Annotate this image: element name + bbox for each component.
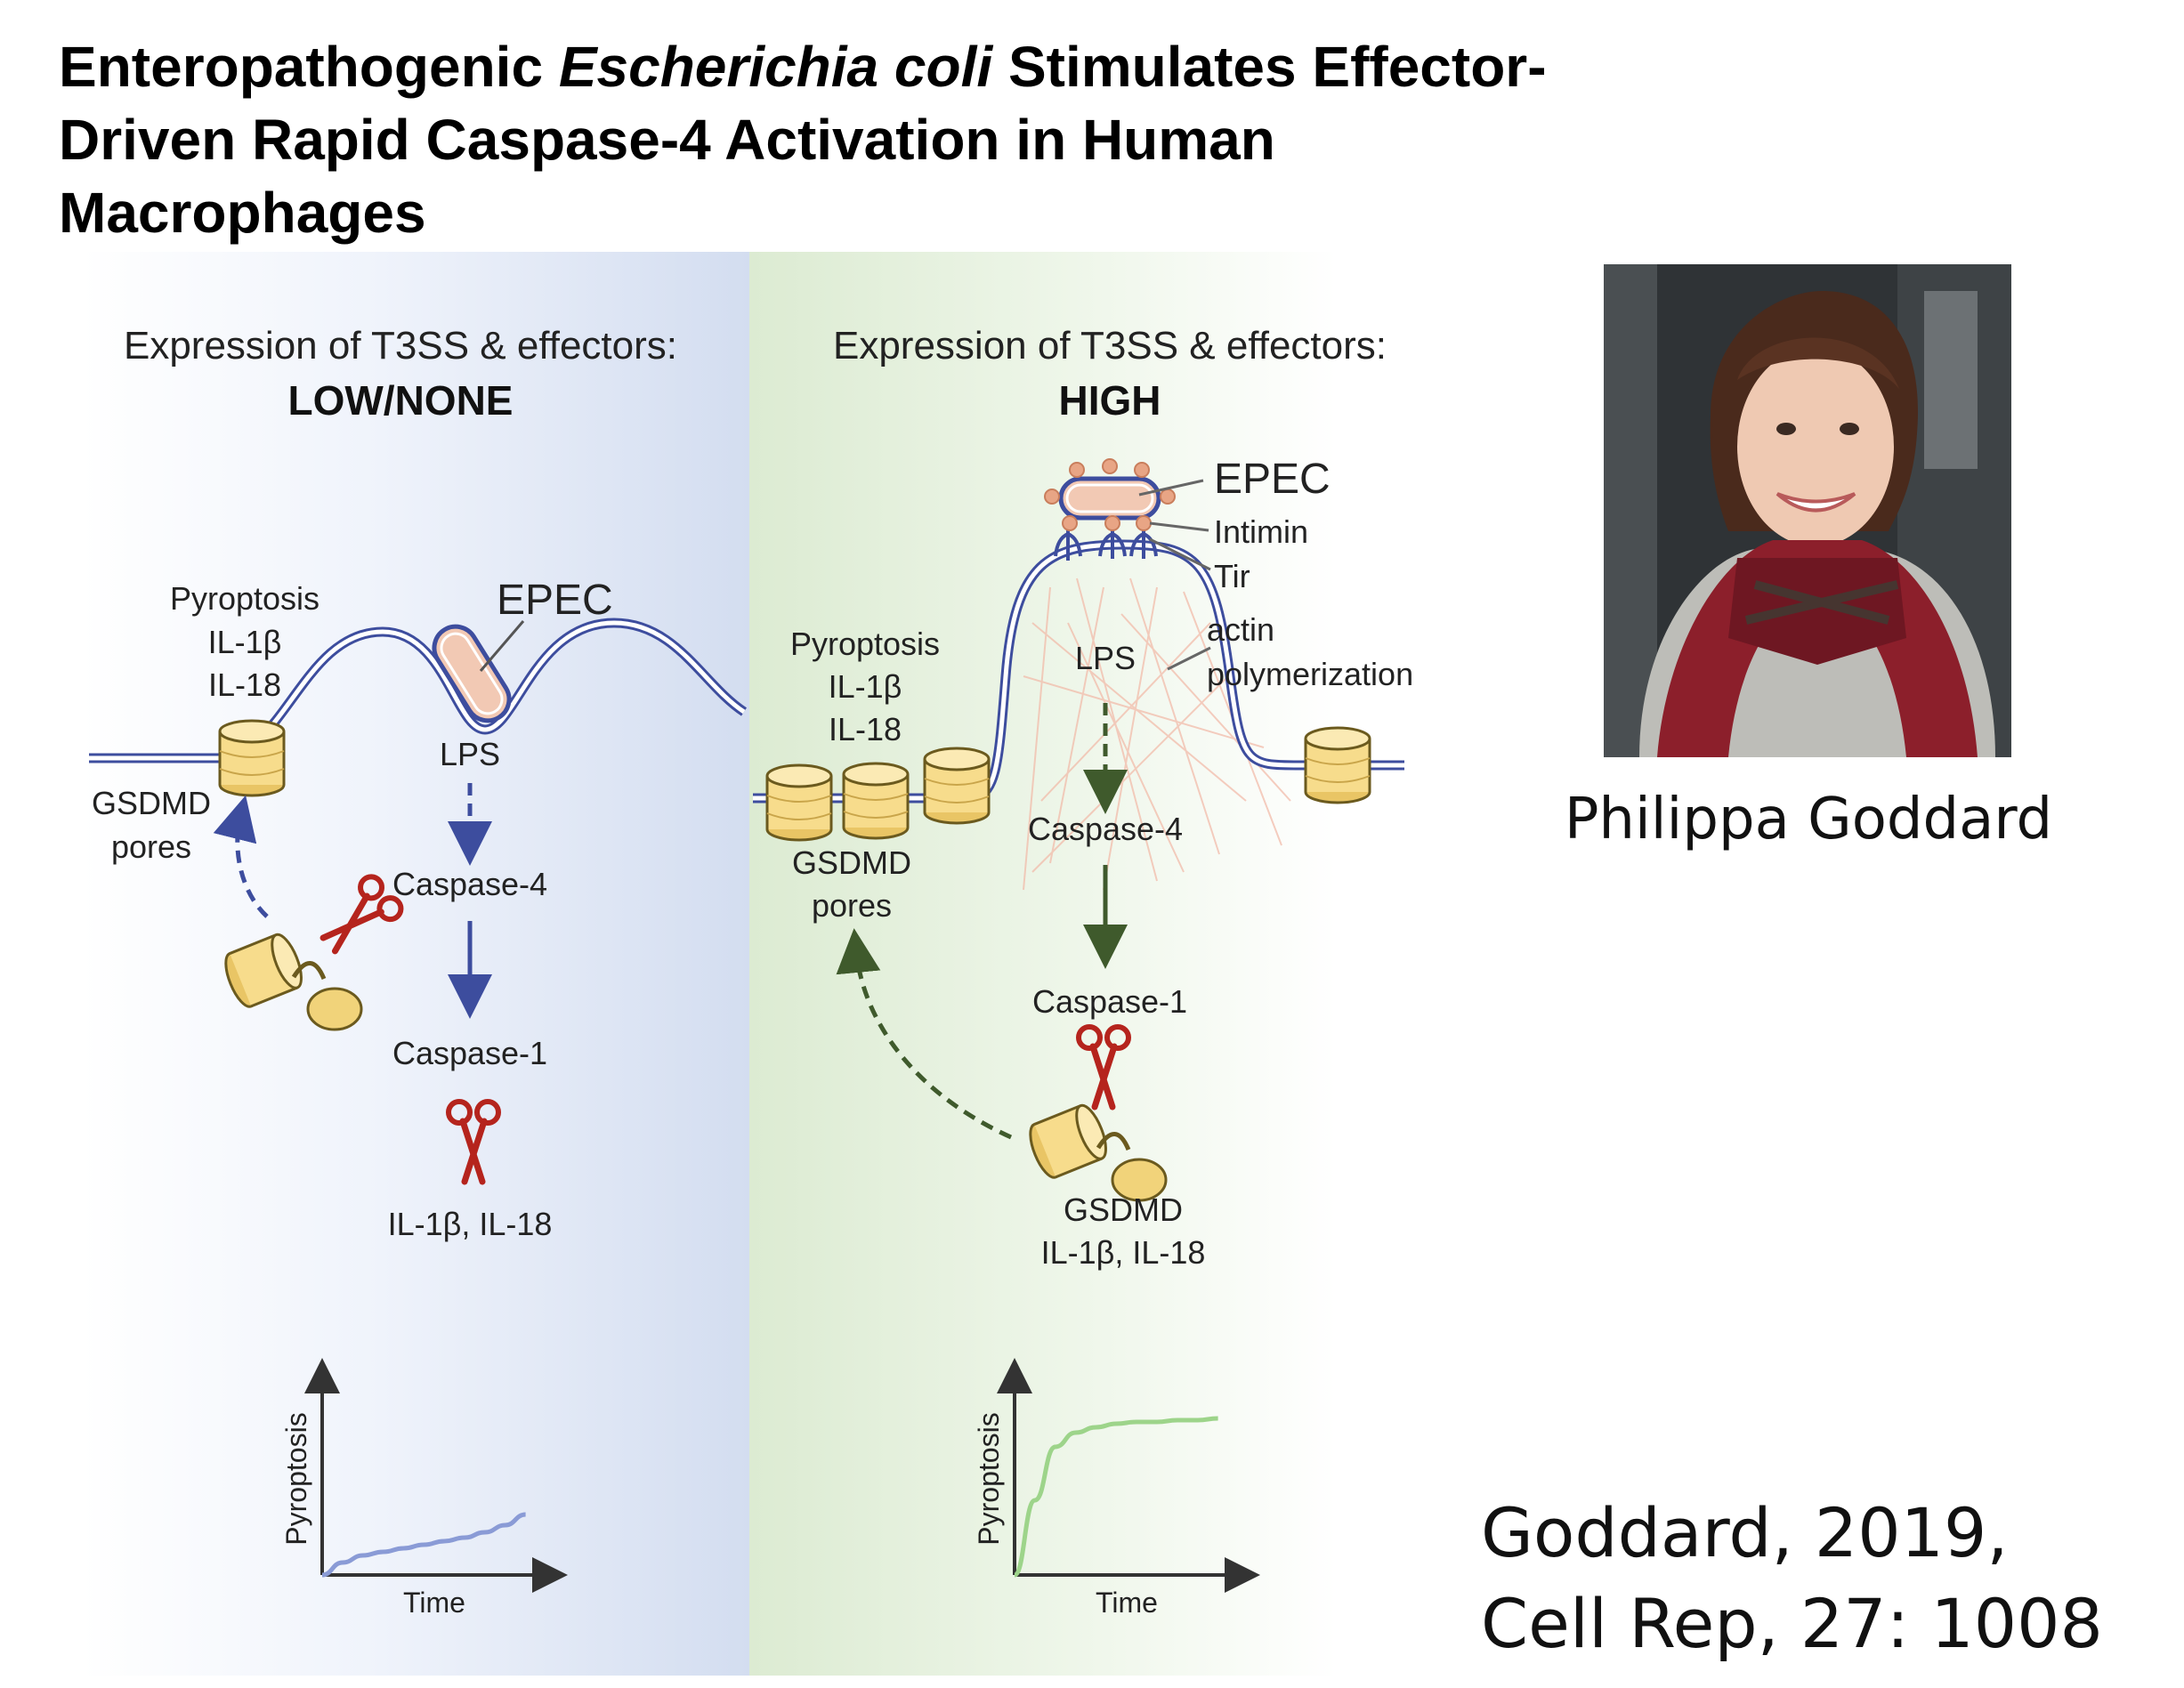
left-products-label: IL-1β, IL-18 <box>388 1206 553 1242</box>
left-chart-x-label: Time <box>403 1587 465 1619</box>
title-part-1: Enteropathogenic <box>59 35 559 99</box>
right-chart-y-label: Pyroptosis <box>973 1412 1005 1545</box>
citation-line-2: Cell Rep, 27: 1008 <box>1481 1584 2103 1663</box>
right-level: HIGH <box>1059 377 1161 424</box>
right-intimin-leader <box>1149 521 1209 532</box>
right-caspase1-label: Caspase-1 <box>1032 983 1187 1020</box>
left-caspase1-label: Caspase-1 <box>392 1035 547 1071</box>
author-name: Philippa Goddard <box>1564 787 2053 852</box>
citation: Goddard, 2019, Cell Rep, 27: 1008 <box>1481 1488 2140 1669</box>
right-gsdmd-pore-4 <box>1304 726 1371 804</box>
page-title: Enteropathogenic Escherichia coli Stimul… <box>59 30 1643 249</box>
right-caspase4-label: Caspase-4 <box>1028 811 1183 847</box>
right-actin-filaments <box>1023 577 1291 891</box>
left-header: Expression of T3SS & effectors: <box>124 324 677 367</box>
left-caspase4-label: Caspase-4 <box>392 866 547 902</box>
right-header: Expression of T3SS & effectors: <box>833 324 1387 367</box>
left-il1b-label: IL-1β <box>208 624 282 660</box>
right-products-label-2: IL-1β, IL-18 <box>1041 1234 1206 1271</box>
left-gsdmd-pore <box>218 719 286 797</box>
right-il1b-label: IL-1β <box>829 668 902 705</box>
right-epec-label: EPEC <box>1214 456 1331 503</box>
left-epec-label: EPEC <box>497 577 613 624</box>
right-tir-leader <box>1149 537 1211 571</box>
right-il18-label: IL-18 <box>829 711 902 747</box>
right-epec-bacterium <box>1058 476 1161 521</box>
title-italic-species: Escherichia coli <box>558 35 993 99</box>
right-lps-label: LPS <box>1075 640 1136 676</box>
left-gsdmd-pores-label-2: pores <box>111 828 191 865</box>
left-epec-bacterium <box>432 624 512 723</box>
citation-line-1: Goddard, 2019, <box>1481 1493 2009 1572</box>
right-epec-leader <box>1138 479 1204 497</box>
left-pyroptosis-label: Pyroptosis <box>170 580 320 617</box>
left-chart-pyroptosis-curve <box>321 1512 526 1578</box>
right-gsdmd-pores-label-2: pores <box>812 887 892 924</box>
right-pyroptosis-label: Pyroptosis <box>790 626 940 662</box>
right-gsdmd-pore-2 <box>842 762 910 840</box>
left-epec-leader <box>479 620 525 672</box>
left-level: LOW/NONE <box>288 377 514 424</box>
right-chart-pyroptosis-curve <box>1013 1416 1218 1578</box>
left-membrane <box>89 618 748 763</box>
left-gsdmd-pores-label-1: GSDMD <box>92 785 211 821</box>
right-actin-label-1: actin <box>1207 611 1274 648</box>
right-intimin-dots <box>1044 458 1176 531</box>
right-actin-leader <box>1167 646 1211 671</box>
right-chart-x-label: Time <box>1096 1587 1158 1619</box>
right-gsdmd-pores-label-1: GSDMD <box>792 844 911 881</box>
left-panel-background <box>82 252 749 1676</box>
right-tir-label: Tir <box>1214 558 1250 594</box>
right-gsdmd-to-pore-arrow <box>836 928 1013 1140</box>
left-il18-label: IL-18 <box>208 666 281 703</box>
left-chart-y-label: Pyroptosis <box>280 1412 312 1545</box>
right-actin-label-2: polymerization <box>1207 656 1413 692</box>
right-gsdmd-pore-3 <box>923 747 991 825</box>
right-intimin-label: Intimin <box>1214 513 1308 550</box>
author-photo <box>1604 264 2011 757</box>
left-lps-label: LPS <box>440 736 500 772</box>
right-gsdmd-pore-1 <box>765 763 833 842</box>
title-part-2: Stimulates Effector-Driven Rapid Caspase… <box>59 35 1547 245</box>
right-products-label-1: GSDMD <box>1064 1191 1183 1228</box>
graphical-abstract: Expression of T3SS & effectors: LOW/NONE… <box>82 252 1413 1676</box>
